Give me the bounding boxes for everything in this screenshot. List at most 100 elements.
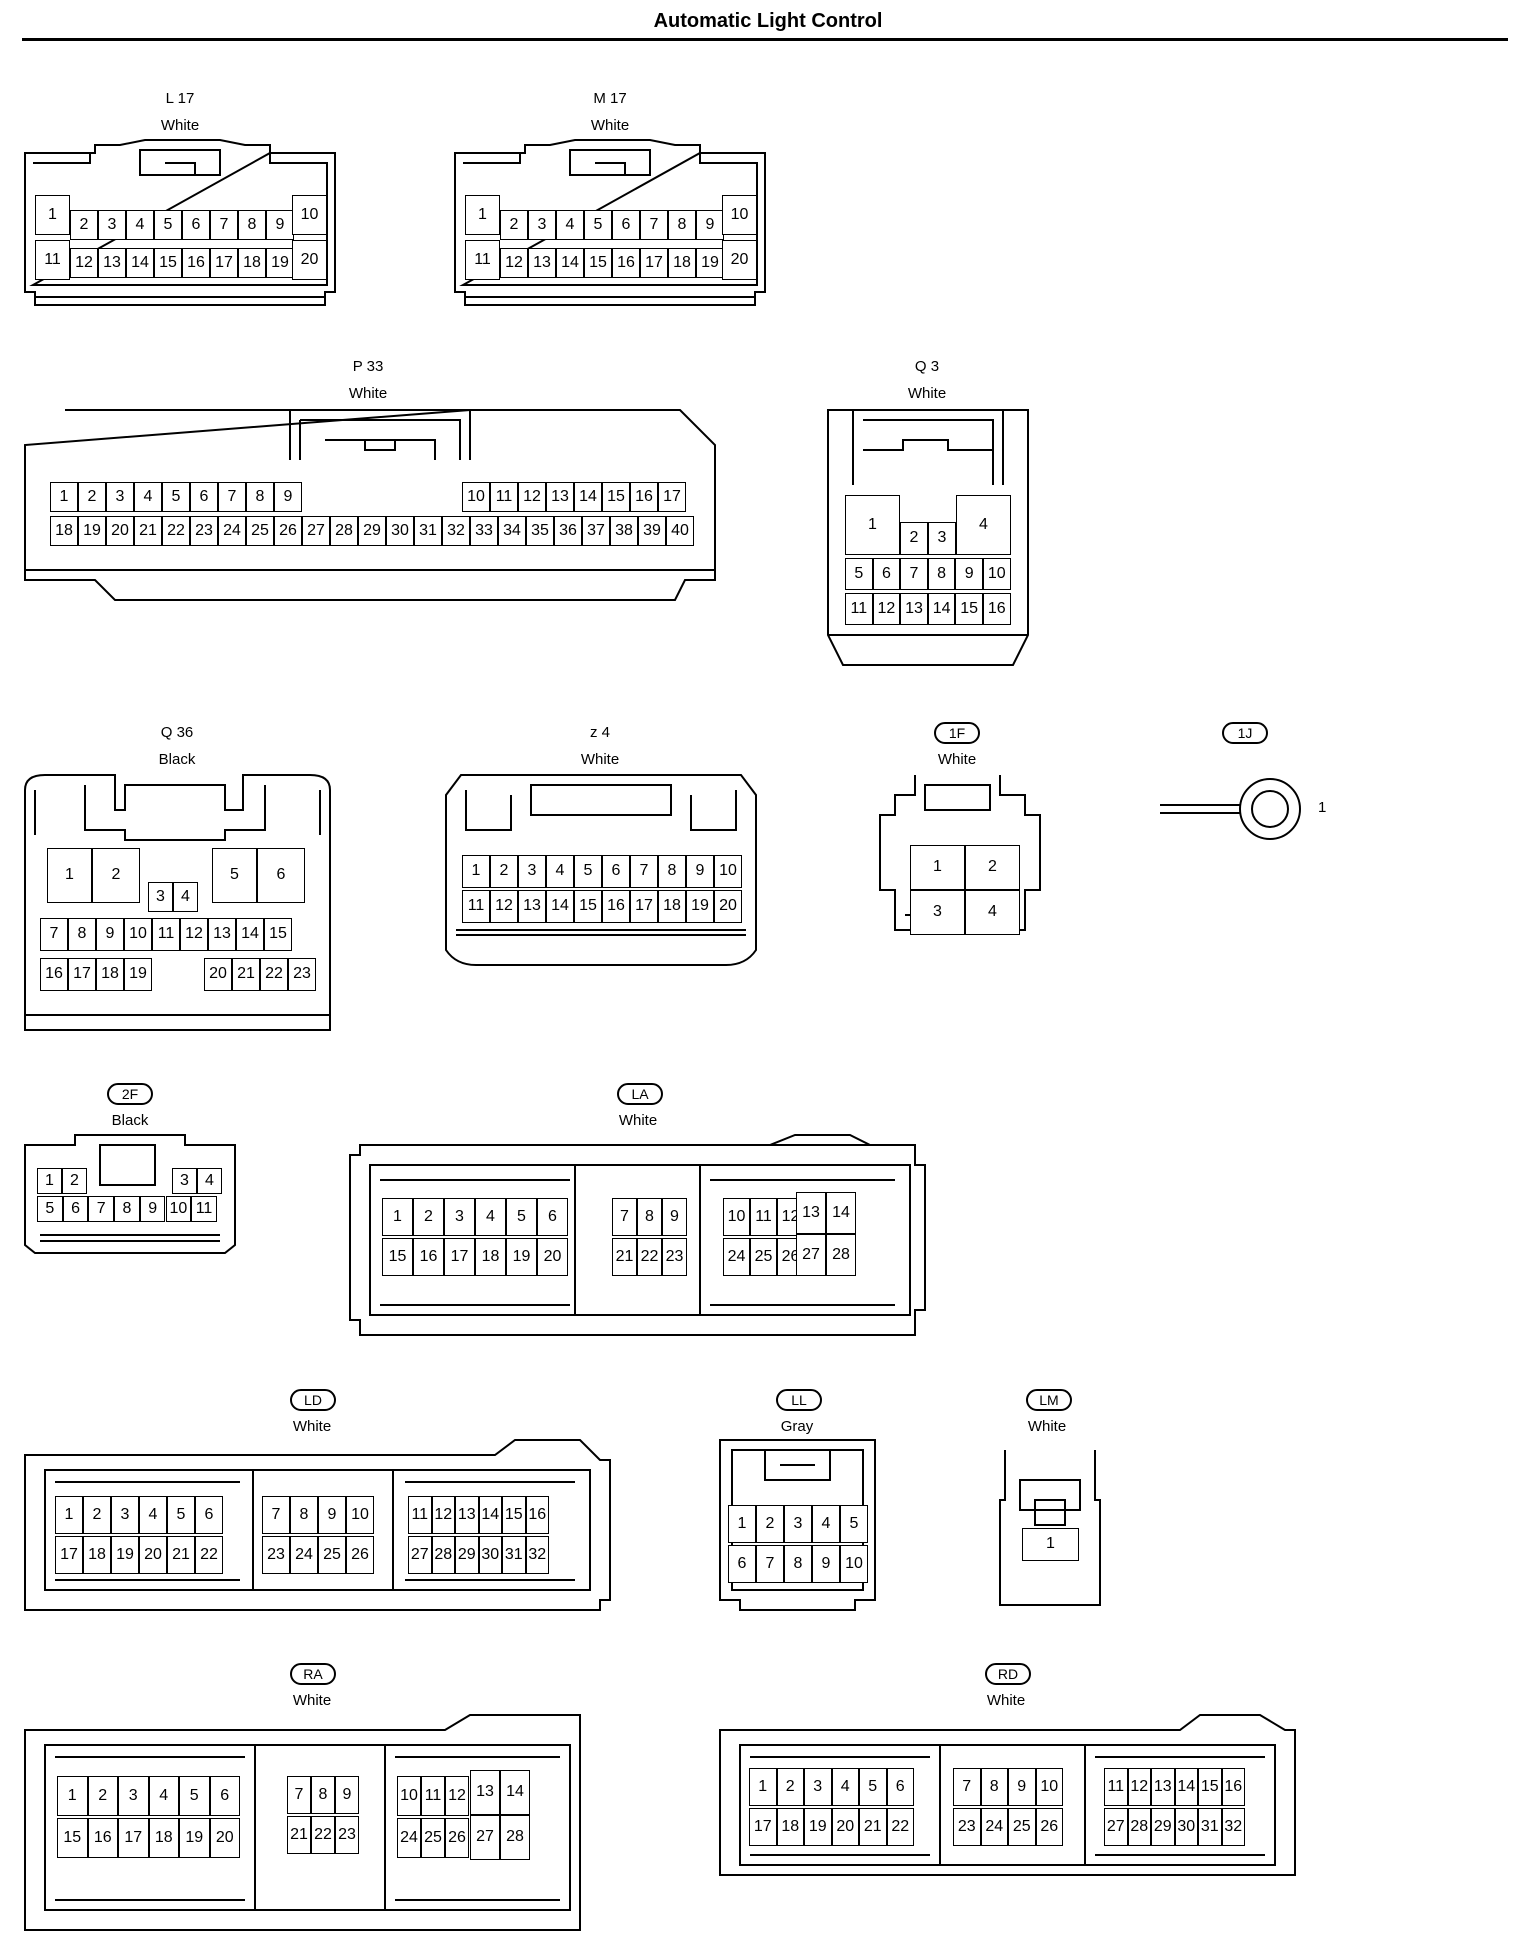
pin-2F-10: 10 bbox=[165, 1196, 192, 1222]
pin-P33-34: 34 bbox=[498, 516, 526, 546]
connector-color-P33: White bbox=[348, 385, 388, 402]
pin-RA-1: 1 bbox=[57, 1776, 88, 1816]
pin-P33-9: 9 bbox=[274, 482, 302, 512]
pin-Q3-9: 9 bbox=[955, 558, 983, 590]
pin-LD-18: 18 bbox=[83, 1536, 111, 1574]
pin-LL-6: 6 bbox=[728, 1545, 756, 1583]
pin-M17-11: 11 bbox=[465, 240, 500, 280]
pin-Q36-13: 13 bbox=[208, 918, 236, 951]
pin-Q3-2: 2 bbox=[900, 522, 928, 555]
connector-code-M17: M 17 bbox=[593, 90, 627, 107]
pin-Q36-14: 14 bbox=[236, 918, 264, 951]
pin-LD-31: 31 bbox=[502, 1536, 526, 1574]
pin-LD-2: 2 bbox=[83, 1496, 111, 1534]
diagram-title: Automatic Light Control bbox=[653, 10, 883, 32]
pin-Q36-10: 10 bbox=[124, 918, 152, 951]
pin-Q36-21: 21 bbox=[232, 958, 260, 991]
pin-z4-10: 10 bbox=[714, 855, 742, 888]
pin-Q3-8: 8 bbox=[927, 558, 956, 590]
pin-M17-10: 10 bbox=[722, 195, 757, 235]
pin-Q36-11: 11 bbox=[152, 918, 180, 951]
pin-2F-11: 11 bbox=[191, 1196, 217, 1222]
pin-LD-28: 28 bbox=[431, 1536, 455, 1574]
pin-P33-40: 40 bbox=[666, 516, 694, 546]
connector-color-RD: White bbox=[986, 1692, 1026, 1709]
pin-RD-27: 27 bbox=[1104, 1808, 1128, 1846]
pin-RD-28: 28 bbox=[1127, 1808, 1151, 1846]
pin-M17-19: 19 bbox=[696, 248, 724, 278]
pin-RA-7: 7 bbox=[287, 1776, 311, 1814]
pin-RD-29: 29 bbox=[1151, 1808, 1175, 1846]
connector-color-2F: Black bbox=[111, 1112, 149, 1129]
pin-P33-29: 29 bbox=[358, 516, 386, 546]
pin-L17-5: 5 bbox=[154, 210, 182, 240]
pin-P33-10: 10 bbox=[462, 482, 490, 512]
pin-P33-37: 37 bbox=[582, 516, 610, 546]
pin-LA-8: 8 bbox=[637, 1198, 662, 1236]
pin-LA-27: 27 bbox=[796, 1234, 826, 1276]
pin-RD-9: 9 bbox=[1008, 1768, 1036, 1806]
pin-LM-1: 1 bbox=[1022, 1528, 1079, 1561]
pin-LA-3: 3 bbox=[444, 1198, 475, 1236]
pin-RD-25: 25 bbox=[1008, 1808, 1036, 1846]
pin-L17-15: 15 bbox=[154, 248, 182, 278]
pin-z4-4: 4 bbox=[546, 855, 574, 888]
connector-color-LD: White bbox=[292, 1418, 332, 1435]
pin-LD-9: 9 bbox=[318, 1496, 346, 1534]
pin-L17-1: 1 bbox=[35, 195, 70, 235]
pin-LA-6: 6 bbox=[537, 1198, 568, 1236]
pin-LA-13: 13 bbox=[796, 1192, 826, 1234]
pin-RA-21: 21 bbox=[287, 1816, 311, 1854]
pin-LD-17: 17 bbox=[55, 1536, 83, 1574]
pin-P33-5: 5 bbox=[162, 482, 190, 512]
pin-RD-16: 16 bbox=[1221, 1768, 1245, 1806]
connector-code-P33: P 33 bbox=[352, 358, 384, 375]
pin-RD-14: 14 bbox=[1174, 1768, 1198, 1806]
pin-Q36-6: 6 bbox=[257, 848, 305, 903]
pin-RA-8: 8 bbox=[311, 1776, 335, 1814]
pin-L17-4: 4 bbox=[126, 210, 154, 240]
pin-RA-11: 11 bbox=[421, 1776, 445, 1816]
pin-P33-14: 14 bbox=[574, 482, 602, 512]
pin-RD-6: 6 bbox=[886, 1768, 914, 1806]
pin-LD-3: 3 bbox=[111, 1496, 139, 1534]
pin-M17-9: 9 bbox=[696, 210, 724, 240]
connector-code-z4: z 4 bbox=[589, 724, 610, 741]
pin-L17-3: 3 bbox=[98, 210, 126, 240]
pin-RA-6: 6 bbox=[209, 1776, 240, 1816]
pin-LL-3: 3 bbox=[784, 1505, 812, 1543]
pin-1F-1: 1 bbox=[910, 845, 965, 890]
connector-color-LM: White bbox=[1027, 1418, 1067, 1435]
connector-code-LM: LM bbox=[1026, 1389, 1072, 1411]
pin-Q36-19: 19 bbox=[124, 958, 152, 991]
pin-L17-17: 17 bbox=[210, 248, 238, 278]
pin-P33-16: 16 bbox=[630, 482, 658, 512]
pin-Q3-4: 4 bbox=[956, 495, 1011, 555]
pin-M17-6: 6 bbox=[612, 210, 640, 240]
pin-z4-19: 19 bbox=[686, 890, 714, 923]
pin-RA-25: 25 bbox=[421, 1818, 445, 1858]
pin-2F-7: 7 bbox=[88, 1196, 115, 1222]
pin-LA-17: 17 bbox=[444, 1238, 475, 1276]
pin-z4-11: 11 bbox=[462, 890, 490, 923]
pin-LA-11: 11 bbox=[750, 1198, 777, 1236]
pin-M17-20: 20 bbox=[722, 240, 757, 280]
pin-P33-38: 38 bbox=[610, 516, 638, 546]
pin-P33-28: 28 bbox=[330, 516, 358, 546]
pin-RA-18: 18 bbox=[148, 1818, 179, 1858]
pin-RD-10: 10 bbox=[1035, 1768, 1063, 1806]
pin-RD-23: 23 bbox=[953, 1808, 981, 1846]
pin-RD-11: 11 bbox=[1104, 1768, 1128, 1806]
pin-P33-11: 11 bbox=[490, 482, 518, 512]
pin-z4-2: 2 bbox=[490, 855, 518, 888]
pin-M17-12: 12 bbox=[500, 248, 528, 278]
pin-Q36-12: 12 bbox=[180, 918, 208, 951]
pin-LL-4: 4 bbox=[812, 1505, 840, 1543]
pin-LA-28: 28 bbox=[826, 1234, 856, 1276]
pin-RD-19: 19 bbox=[804, 1808, 832, 1846]
pin-LD-24: 24 bbox=[290, 1536, 318, 1574]
connector-code-1J: 1J bbox=[1222, 722, 1268, 744]
pin-LD-7: 7 bbox=[262, 1496, 290, 1534]
pin-L17-8: 8 bbox=[238, 210, 266, 240]
